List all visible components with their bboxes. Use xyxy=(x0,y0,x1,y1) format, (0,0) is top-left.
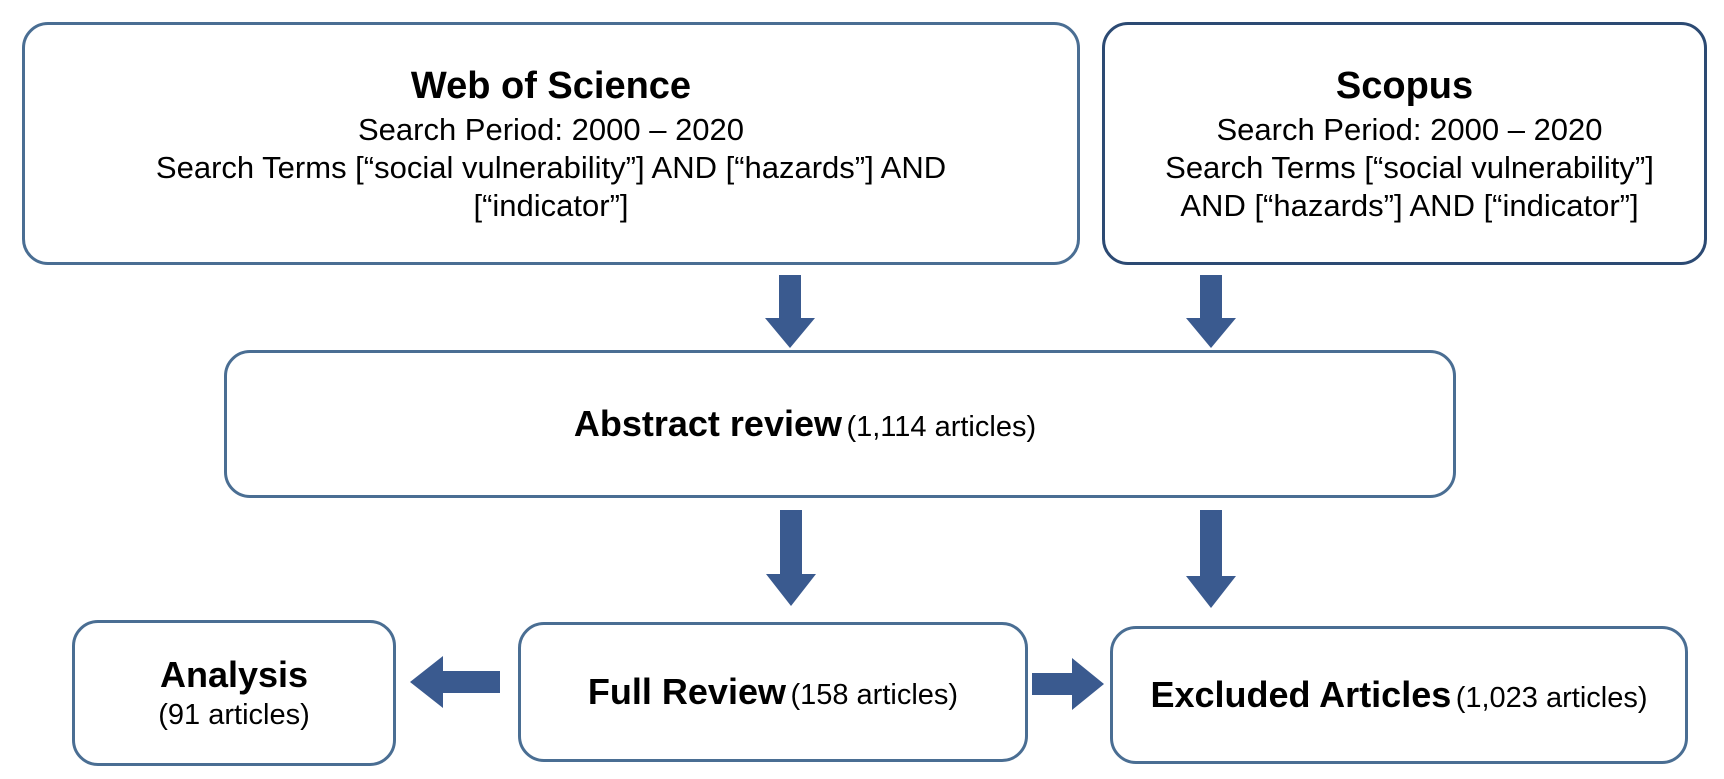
excluded-articles-box: Excluded Articles (1,023 articles) xyxy=(1110,626,1688,764)
scopus-search-period: Search Period: 2000 – 2020 xyxy=(1216,111,1603,147)
scopus-search-terms-cont: AND [“hazards”] AND [“indicator”] xyxy=(1180,187,1639,223)
scopus-box: Scopus Search Period: 2000 – 2020 Search… xyxy=(1102,22,1707,265)
full-review-box: Full Review (158 articles) xyxy=(518,622,1028,762)
web-of-science-search-terms-cont: [“indicator”] xyxy=(473,187,629,223)
abstract-review-box: Abstract review (1,114 articles) xyxy=(224,350,1456,498)
web-of-science-search-terms: Search Terms [“social vulnerability”] AN… xyxy=(155,149,947,185)
excluded-articles-label: Excluded Articles (1,023 articles) xyxy=(1150,674,1647,716)
abstract-review-count: (1,114 articles) xyxy=(846,411,1037,443)
arrow-down-abstract-to-full-review xyxy=(766,510,816,606)
arrow-down-abstract-to-excluded xyxy=(1186,510,1236,608)
web-of-science-box: Web of Science Search Period: 2000 – 202… xyxy=(22,22,1080,265)
abstract-review-label: Abstract review (1,114 articles) xyxy=(574,403,1036,445)
full-review-label: Full Review (158 articles) xyxy=(588,671,958,713)
analysis-title: Analysis xyxy=(159,654,309,695)
analysis-box: Analysis (91 articles) xyxy=(72,620,396,766)
analysis-count: (91 articles) xyxy=(158,699,310,731)
excluded-articles-title: Excluded Articles xyxy=(1150,674,1452,715)
arrow-right-full-review-to-excluded xyxy=(1032,658,1104,710)
scopus-title: Scopus xyxy=(1335,64,1474,107)
abstract-review-title: Abstract review xyxy=(573,403,842,444)
arrow-down-scopus-to-abstract xyxy=(1186,275,1236,348)
web-of-science-title: Web of Science xyxy=(410,64,692,107)
arrow-down-wos-to-abstract xyxy=(765,275,815,348)
web-of-science-search-period: Search Period: 2000 – 2020 xyxy=(357,111,745,147)
full-review-count: (158 articles) xyxy=(790,679,959,711)
full-review-title: Full Review xyxy=(587,671,786,712)
excluded-articles-count: (1,023 articles) xyxy=(1455,682,1648,714)
scopus-search-terms: Search Terms [“social vulnerability”] xyxy=(1165,149,1654,185)
arrow-left-full-review-to-analysis xyxy=(410,656,500,708)
